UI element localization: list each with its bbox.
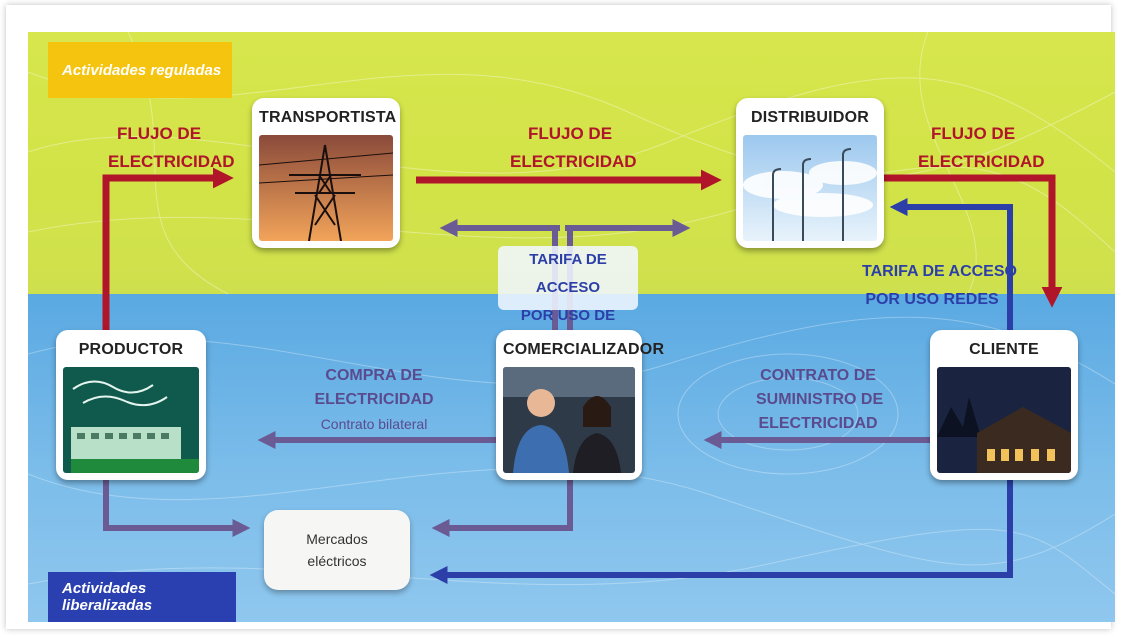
comercializador-title: COMERCIALIZADOR	[503, 341, 665, 358]
arrow-cliente-distribuidor	[889, 198, 1013, 330]
arrow-distribuidor-cliente	[882, 174, 1063, 308]
factory-icon	[63, 367, 199, 473]
power-tower-icon	[259, 135, 393, 241]
transportista-title: TRANSPORTISTA	[259, 109, 397, 126]
arrow-comercializador-mercados	[431, 478, 573, 537]
node-cliente: CLIENTE	[930, 330, 1078, 480]
node-productor: PRODUCTOR	[56, 330, 206, 480]
cliente-title: CLIENTE	[969, 341, 1039, 358]
node-transportista: TRANSPORTISTA	[252, 98, 400, 248]
arrow-productor-mercados	[103, 478, 251, 537]
arrow-cliente-mercados	[429, 478, 1013, 584]
people-icon	[503, 367, 635, 473]
regulated-activities-tag: Actividades reguladas	[48, 42, 232, 98]
street-lamps-icon	[743, 135, 877, 241]
house-icon	[937, 367, 1071, 473]
node-comercializador: COMERCIALIZADOR	[496, 330, 665, 480]
arrow-productor-transportista	[102, 167, 234, 330]
distribuidor-title: DISTRIBUIDOR	[751, 109, 869, 126]
productor-title: PRODUCTOR	[78, 341, 184, 358]
liberalized-activities-tag: Actividades liberalizadas	[48, 572, 236, 622]
node-distribuidor: DISTRIBUIDOR	[736, 98, 884, 248]
